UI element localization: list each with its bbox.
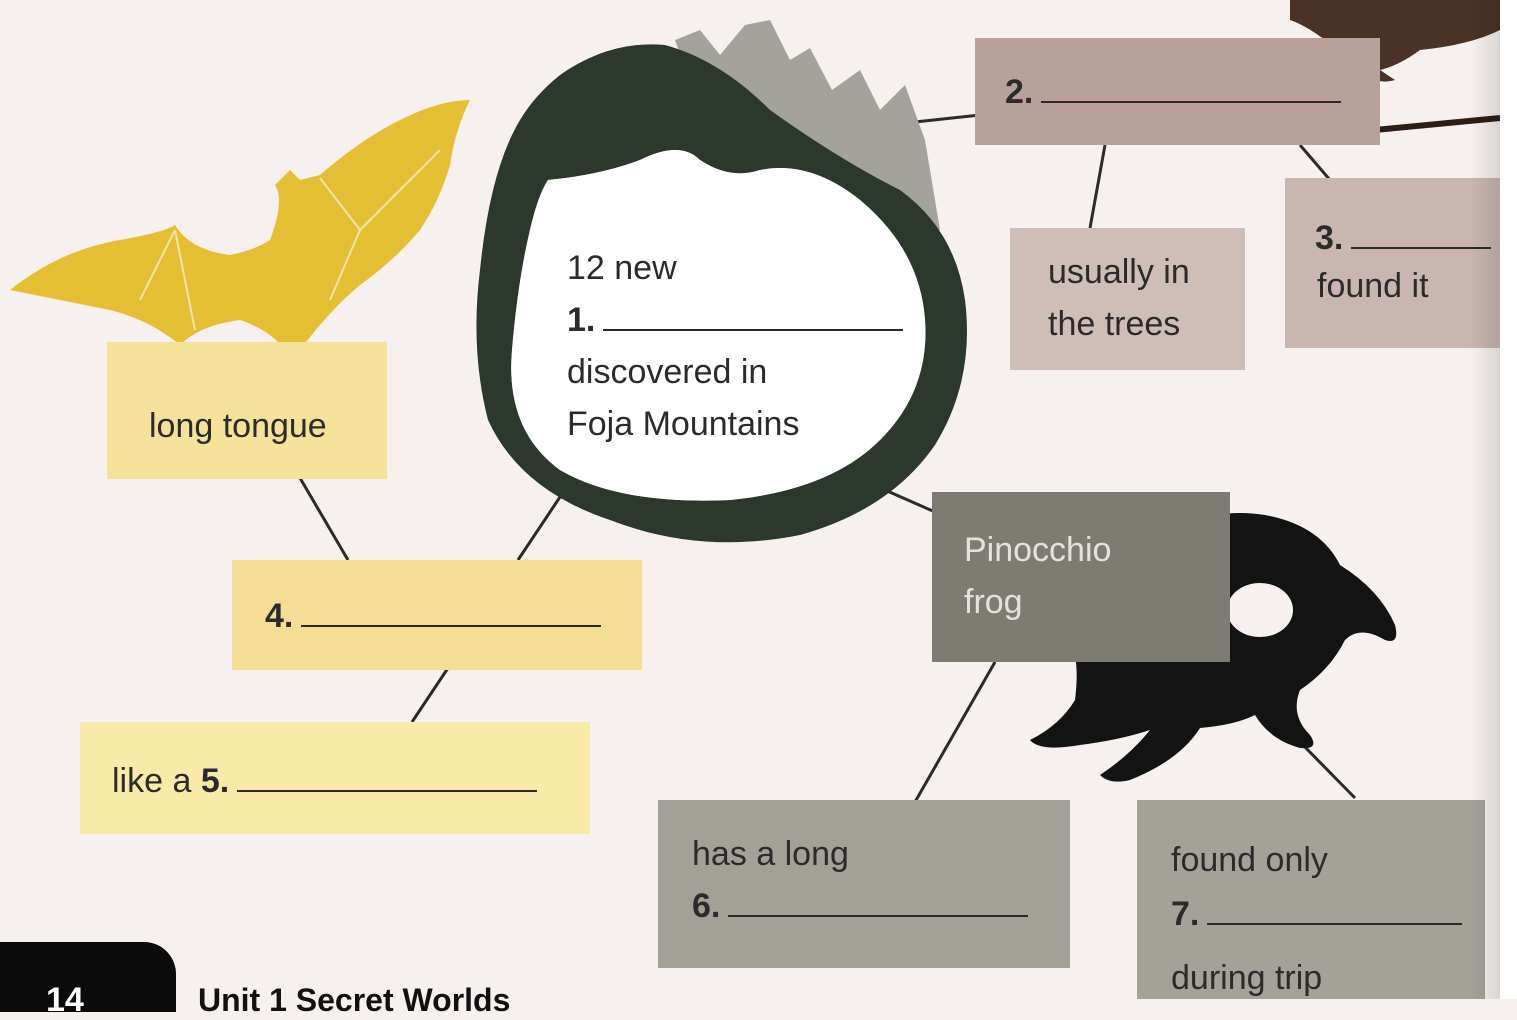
number-label: 1. bbox=[567, 301, 595, 339]
page-number: 14 bbox=[46, 980, 84, 1020]
center-text-line: Foja Mountains bbox=[567, 398, 799, 450]
box-5: like a 5. bbox=[80, 722, 590, 834]
bat-illustration bbox=[10, 100, 470, 350]
bat-shape bbox=[10, 100, 470, 350]
box-text-line: found it bbox=[1317, 260, 1429, 312]
box-text-line: usually in bbox=[1048, 246, 1190, 298]
page-number-tab bbox=[0, 942, 176, 1012]
center-text-line: 12 new bbox=[567, 242, 677, 294]
box-text-line: long tongue bbox=[149, 400, 327, 452]
center-text-line: discovered in bbox=[567, 346, 767, 398]
number-label: 3. bbox=[1315, 219, 1343, 257]
answer-blank-1[interactable] bbox=[603, 299, 903, 331]
box-usually-in-trees: usually in the trees bbox=[1010, 228, 1245, 370]
number-label: 2. bbox=[1005, 73, 1033, 111]
answer-blank-2[interactable] bbox=[1041, 71, 1341, 103]
box-2: 2. bbox=[975, 38, 1380, 145]
box-text-line: the trees bbox=[1048, 298, 1180, 350]
answer-blank-4[interactable] bbox=[301, 595, 601, 627]
unit-title: Unit 1 Secret Worlds bbox=[198, 980, 510, 1020]
frog-eye bbox=[1227, 583, 1293, 637]
number-label: 6. bbox=[692, 887, 720, 925]
box-4: 4. bbox=[232, 560, 642, 670]
mountain-illustration bbox=[476, 20, 967, 542]
box-text-line: frog bbox=[964, 576, 1023, 628]
box-text-line: Pinocchio bbox=[964, 524, 1111, 576]
number-label: 4. bbox=[265, 597, 293, 635]
box-pinocchio-frog: Pinocchio frog bbox=[932, 492, 1230, 662]
box-text-line: during trip bbox=[1171, 952, 1322, 1004]
box-7: found only 7. during trip bbox=[1137, 800, 1485, 999]
number-label: 5. bbox=[201, 762, 229, 800]
box-text-line: has a long bbox=[692, 828, 849, 880]
number-label: 7. bbox=[1171, 895, 1199, 933]
box-long-tongue: long tongue bbox=[107, 342, 387, 479]
page-shadow bbox=[1470, 0, 1502, 999]
box-text-prefix: like a bbox=[112, 762, 191, 800]
answer-blank-7[interactable] bbox=[1207, 893, 1462, 925]
answer-blank-5[interactable] bbox=[237, 760, 537, 792]
box-6: has a long 6. bbox=[658, 800, 1070, 968]
box-text-line: found only bbox=[1171, 834, 1328, 886]
page-edge bbox=[1500, 0, 1517, 999]
answer-blank-6[interactable] bbox=[728, 885, 1028, 917]
